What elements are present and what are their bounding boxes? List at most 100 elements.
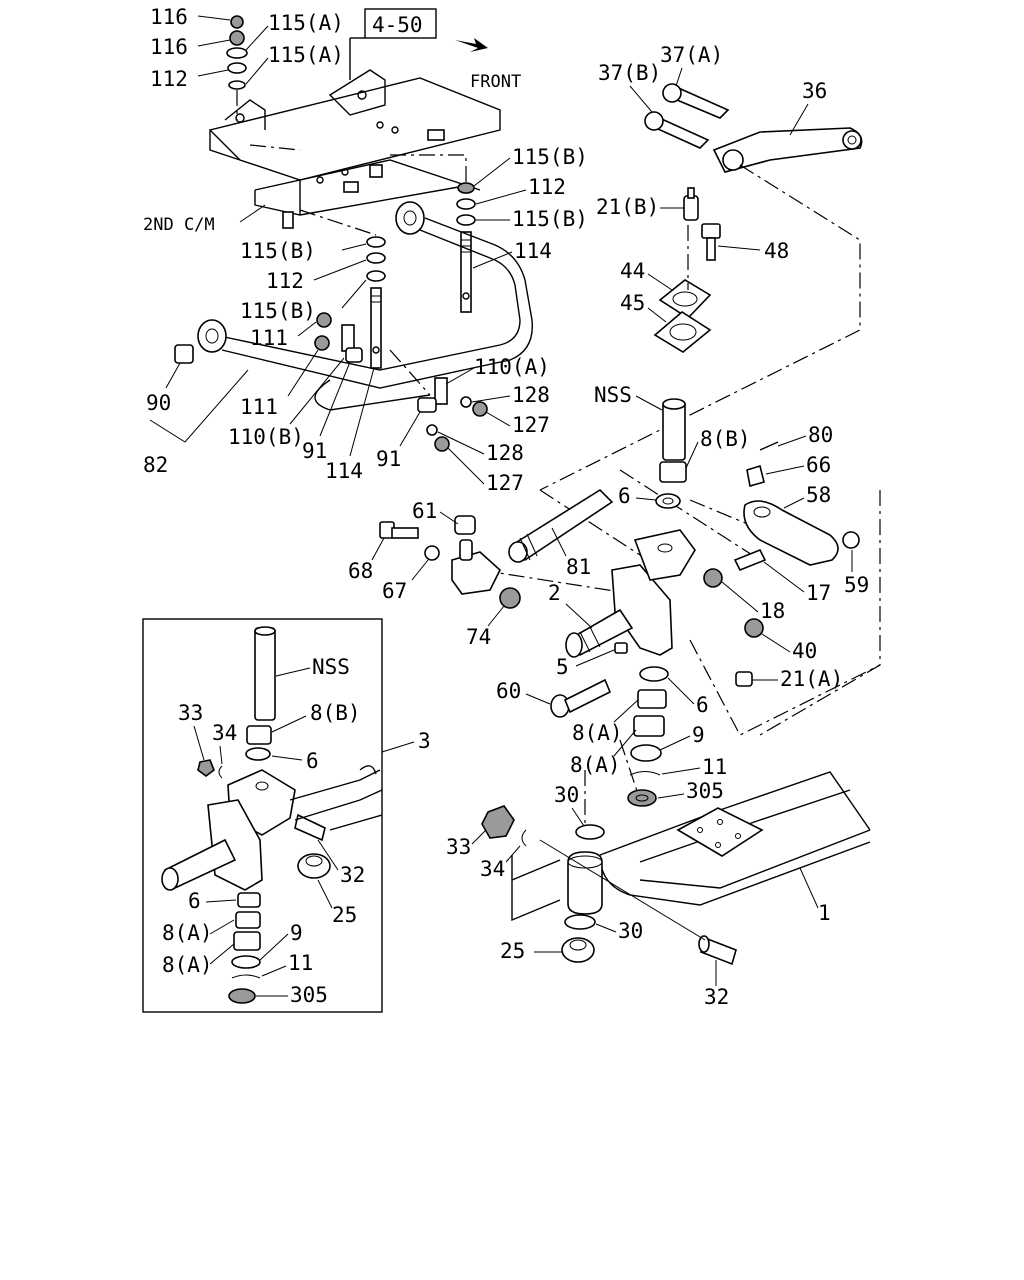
label-34a: 34 [480, 857, 505, 881]
label-36: 36 [802, 79, 827, 103]
tie-rod-end-left [379, 515, 521, 609]
steering-knuckle-main [565, 529, 767, 687]
ref-box: 4-50 [349, 8, 437, 80]
label-25b: 25 [332, 903, 357, 927]
label-6a: 6 [618, 484, 631, 508]
front-label: FRONT [470, 72, 521, 92]
cover-44-gasket-45 [653, 279, 712, 353]
label-115B1: 115(B) [512, 145, 588, 169]
label-32a: 32 [704, 985, 729, 1009]
label-115B4: 115(B) [240, 299, 316, 323]
label-112a: 112 [150, 67, 188, 91]
label-127b: 127 [486, 471, 524, 495]
label-67: 67 [382, 579, 407, 603]
label-37A: 37(A) [660, 43, 723, 67]
label-9a: 9 [692, 723, 705, 747]
stabilizer-bar [174, 201, 534, 411]
ref-box-label: 4-50 [372, 13, 423, 37]
axle-small-parts [481, 805, 737, 966]
label-30a: 30 [554, 783, 579, 807]
label-11a: 11 [702, 755, 727, 779]
label-305b: 305 [290, 983, 328, 1007]
label-34b: 34 [212, 721, 237, 745]
label-25a: 25 [500, 939, 525, 963]
inset-knuckle-assembly [142, 618, 383, 1013]
label-127a: 127 [512, 413, 550, 437]
knuckle-arm-58 [743, 441, 860, 566]
label-305a: 305 [686, 779, 724, 803]
label-8Ac: 8(A) [162, 921, 213, 945]
reference-dash-lines-right [479, 164, 881, 830]
label-116b: 116 [150, 35, 188, 59]
label-6d: 6 [188, 889, 201, 913]
label-115B2: 115(B) [512, 207, 588, 231]
label-66: 66 [806, 453, 831, 477]
pitman-arm-36 [712, 127, 863, 173]
label-45: 45 [620, 291, 645, 315]
label-37B: 37(B) [598, 61, 661, 85]
label-60: 60 [496, 679, 521, 703]
label-115A1: 115(A) [268, 11, 344, 35]
king-pin-upper [655, 398, 687, 509]
label-9b: 9 [290, 921, 303, 945]
label-NSS2: NSS [312, 655, 350, 679]
label-5: 5 [556, 655, 569, 679]
label-90: 90 [146, 391, 171, 415]
label-2nd-cm: 2ND C/M [143, 215, 215, 235]
label-48: 48 [764, 239, 789, 263]
label-58: 58 [806, 483, 831, 507]
label-128a: 128 [512, 383, 550, 407]
label-110A: 110(A) [474, 355, 550, 379]
label-91a: 91 [302, 439, 327, 463]
label-33b: 33 [178, 701, 203, 725]
label-3: 3 [418, 729, 431, 753]
clamp-brackets [314, 312, 488, 452]
label-17: 17 [806, 581, 831, 605]
label-8B1: 8(B) [700, 427, 751, 451]
stabilizer-link-right [460, 231, 472, 313]
label-8Ab: 8(A) [570, 753, 621, 777]
label-1: 1 [818, 901, 831, 925]
label-18: 18 [760, 599, 785, 623]
label-11b: 11 [288, 951, 313, 975]
bolt-48 [701, 223, 721, 261]
grease-fitting-21b [683, 187, 699, 221]
label-115B3: 115(B) [240, 239, 316, 263]
label-NSS1: NSS [594, 383, 632, 407]
mount-washers-right [456, 182, 476, 226]
label-74: 74 [466, 625, 491, 649]
label-112c: 112 [266, 269, 304, 293]
axle-bracket-lines [511, 855, 561, 922]
mount-washers-top [226, 15, 248, 90]
label-40: 40 [792, 639, 817, 663]
label-30b: 30 [618, 919, 643, 943]
label-8B2: 8(B) [310, 701, 361, 725]
label-128b: 128 [486, 441, 524, 465]
front-indicator: FRONT [455, 38, 521, 92]
label-59: 59 [844, 573, 869, 597]
frame-crossmember [208, 69, 501, 229]
label-111b: 111 [240, 395, 278, 419]
label-44: 44 [620, 259, 645, 283]
label-80: 80 [808, 423, 833, 447]
label-91b: 91 [376, 447, 401, 471]
label-6b: 6 [696, 693, 709, 717]
label-8Aa: 8(A) [572, 721, 623, 745]
label-2: 2 [548, 581, 561, 605]
label-68: 68 [348, 559, 373, 583]
label-32b: 32 [340, 863, 365, 887]
label-116a: 116 [150, 5, 188, 29]
label-111a: 111 [250, 326, 288, 350]
label-8Ad: 8(A) [162, 953, 213, 977]
bolt-60 [550, 678, 612, 718]
tie-rod-ends [644, 83, 730, 149]
label-21B: 21(B) [596, 195, 659, 219]
label-82: 82 [143, 453, 168, 477]
mount-washers-left [366, 236, 386, 282]
label-112b: 112 [528, 175, 566, 199]
tie-rod-81 [508, 488, 614, 563]
label-115A2: 115(A) [268, 43, 344, 67]
label-114a: 114 [514, 239, 552, 263]
label-114b: 114 [325, 459, 363, 483]
